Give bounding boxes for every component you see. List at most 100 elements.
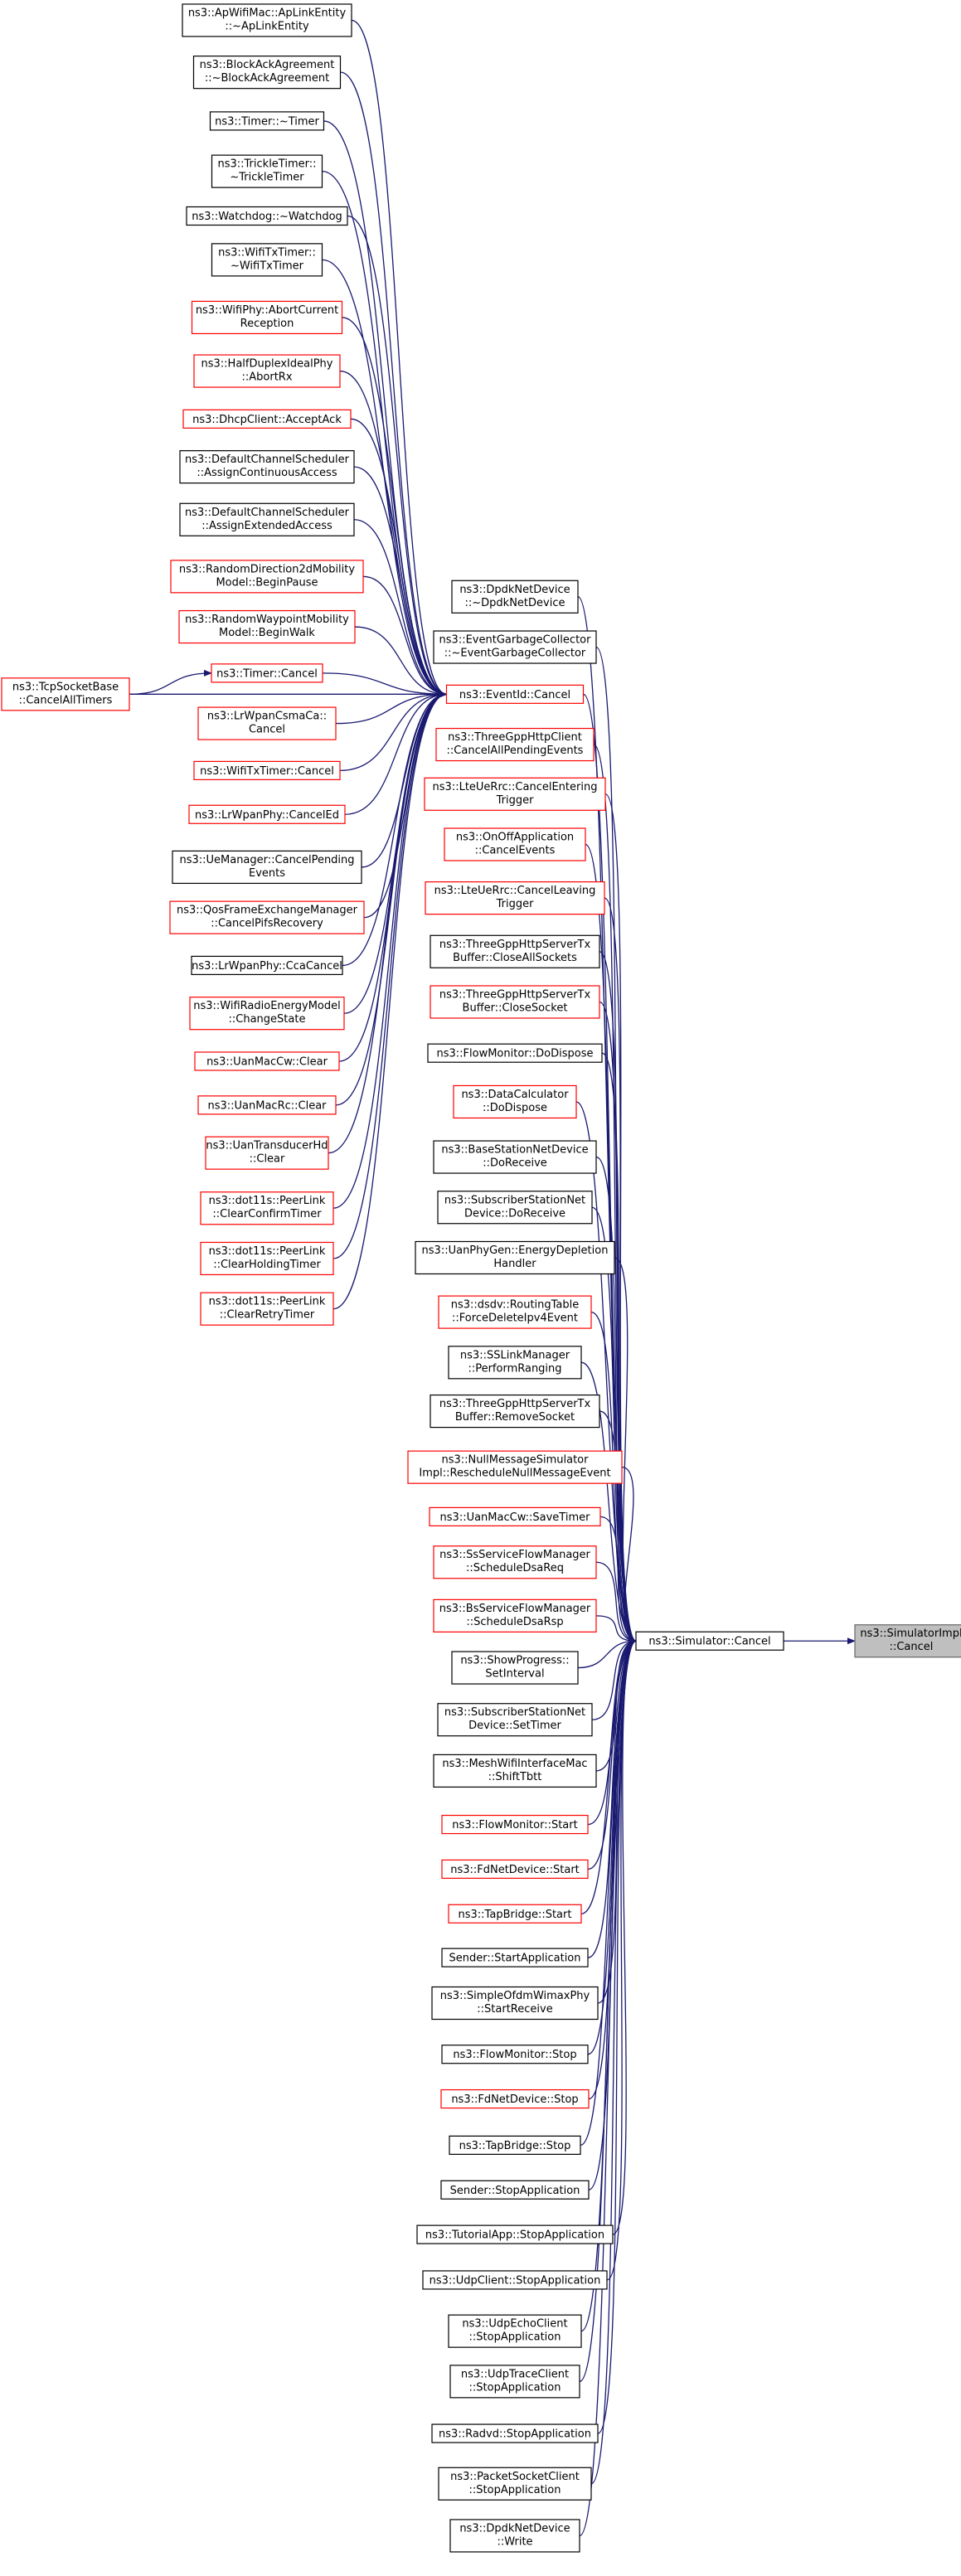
node-L26[interactable]: ns3::dot11s::PeerLink::ClearHoldingTimer: [200, 1241, 334, 1276]
node-box-M23: [433, 1754, 597, 1788]
node-L10[interactable]: ns3::DefaultChannelScheduler::AssignCont…: [179, 450, 355, 484]
node-box-L1: [182, 3, 352, 37]
node-L21[interactable]: ns3::WifiRadioEnergyModel::ChangeState: [189, 997, 345, 1031]
node-label-M20: ns3::BsServiceFlowManager: [439, 1603, 591, 1615]
node-M17[interactable]: ns3::NullMessageSimulatorImpl::Reschedul…: [407, 1450, 623, 1484]
node-box-M10: [453, 1084, 577, 1119]
node-M8[interactable]: ns3::ThreeGppHttpServerTxBuffer::CloseSo…: [430, 985, 600, 1019]
node-M1[interactable]: ns3::DpdkNetDevice::~DpdkNetDevice: [451, 580, 579, 614]
node-L13[interactable]: ns3::RandomWaypointMobilityModel::BeginW…: [178, 609, 356, 644]
node-M25[interactable]: ns3::FdNetDevice::Start: [441, 1859, 589, 1880]
node-L8[interactable]: ns3::HalfDuplexIdealPhy::AbortRx: [193, 354, 341, 388]
node-L12[interactable]: ns3::RandomDirection2dMobilityModel::Beg…: [170, 560, 364, 594]
node-box-L12: [170, 560, 364, 594]
node-M2[interactable]: ns3::EventGarbageCollector::~EventGarbag…: [433, 630, 597, 664]
node-M31[interactable]: ns3::TapBridge::Stop: [449, 2135, 581, 2155]
node-M16[interactable]: ns3::ThreeGppHttpServerTxBuffer::RemoveS…: [430, 1394, 600, 1429]
node-label-root: ::Cancel: [890, 1641, 934, 1653]
node-M22[interactable]: ns3::SubscriberStationNetDevice::SetTime…: [437, 1703, 593, 1737]
node-M33[interactable]: ns3::TutorialApp::StopApplication: [416, 2224, 614, 2244]
node-M20[interactable]: ns3::BsServiceFlowManager::ScheduleDsaRs…: [433, 1598, 597, 1632]
node-L3[interactable]: ns3::Timer::~Timer: [209, 111, 325, 131]
node-label-M27: Sender::StartApplication: [449, 1953, 580, 1965]
node-M29[interactable]: ns3::FlowMonitor::Stop: [441, 2045, 589, 2064]
node-M37[interactable]: ns3::Radvd::StopApplication: [431, 2423, 599, 2443]
node-M10[interactable]: ns3::DataCalculator::DoDispose: [453, 1084, 577, 1119]
node-M27[interactable]: Sender::StartApplication: [441, 1948, 589, 1967]
node-M7[interactable]: ns3::ThreeGppHttpServerTxBuffer::CloseAl…: [430, 934, 600, 968]
node-L1[interactable]: ns3::ApWifiMac::ApLinkEntity::~ApLinkEnt…: [182, 3, 352, 37]
node-M38[interactable]: ns3::PacketSocketClient::StopApplication: [438, 2467, 592, 2501]
node-label-L16: ns3::WifiTxTimer::Cancel: [200, 765, 334, 778]
node-L23[interactable]: ns3::UanMacRc::Clear: [197, 1095, 337, 1115]
node-box-L21: [189, 997, 345, 1031]
node-box-M20: [433, 1598, 597, 1632]
node-M15[interactable]: ns3::SSLinkManager::PerformRanging: [448, 1346, 582, 1380]
node-M28[interactable]: ns3::SimpleOfdmWimaxPhy::StartReceive: [431, 1986, 599, 2021]
node-ev[interactable]: ns3::EventId::Cancel: [445, 684, 585, 704]
graph-nodes: ns3::SimulatorImpl::Cancelns3::Simulator…: [1, 3, 961, 2553]
node-label-M15: ::PerformRanging: [468, 1362, 561, 1375]
edge-L2-to-ev: [340, 71, 448, 698]
node-L15[interactable]: ns3::LrWpanCsmaCa::Cancel: [197, 706, 337, 740]
node-L22[interactable]: ns3::UanMacCw::Clear: [194, 1051, 340, 1071]
node-M19[interactable]: ns3::SsServiceFlowManager::ScheduleDsaRe…: [433, 1545, 597, 1579]
node-label-M11: ns3::BaseStationNetDevice: [441, 1144, 588, 1157]
node-tcp[interactable]: ns3::TcpSocketBase::CancelAllTimers: [1, 677, 130, 711]
edge-M9-to-sim: [601, 1052, 637, 1645]
node-M9[interactable]: ns3::FlowMonitor::DoDispose: [427, 1043, 603, 1063]
node-box-L4: [211, 154, 323, 188]
node-box-L27: [200, 1292, 334, 1326]
node-M5[interactable]: ns3::OnOffApplication::CancelEvents: [444, 827, 586, 861]
node-M12[interactable]: ns3::SubscriberStationNetDevice::DoRecei…: [437, 1191, 593, 1225]
node-root[interactable]: ns3::SimulatorImpl::Cancel: [854, 1624, 961, 1658]
node-L6[interactable]: ns3::WifiTxTimer::~WifiTxTimer: [211, 243, 323, 277]
node-M21[interactable]: ns3::ShowProgress::SetInterval: [451, 1651, 579, 1685]
node-label-L13: ns3::RandomWaypointMobility: [185, 614, 349, 626]
node-label-M22: ns3::SubscriberStationNet: [444, 1706, 585, 1719]
node-L25[interactable]: ns3::dot11s::PeerLink::ClearConfirmTimer: [200, 1191, 334, 1225]
node-L24[interactable]: ns3::UanTransducerHd::Clear: [205, 1136, 329, 1170]
node-M30[interactable]: ns3::FdNetDevice::Stop: [440, 2088, 590, 2109]
node-label-L20: ns3::LrWpanPhy::CcaCancel: [192, 960, 342, 973]
node-M18[interactable]: ns3::UanMacCw::SaveTimer: [429, 1506, 601, 1526]
node-box-M11: [433, 1140, 597, 1174]
node-L19[interactable]: ns3::QosFrameExchangeManager::CancelPifs…: [169, 900, 365, 934]
node-M26[interactable]: ns3::TapBridge::Start: [448, 1904, 582, 1924]
node-box-M27: [441, 1948, 589, 1967]
node-L27[interactable]: ns3::dot11s::PeerLink::ClearRetryTimer: [200, 1292, 334, 1326]
node-label-root: ns3::SimulatorImpl: [860, 1628, 961, 1640]
node-M39[interactable]: ns3::DpdkNetDevice::Write: [449, 2519, 580, 2553]
node-L4[interactable]: ns3::TrickleTimer::~TrickleTimer: [211, 154, 323, 188]
node-M3[interactable]: ns3::ThreeGppHttpClient::CancelAllPendin…: [435, 727, 595, 762]
node-box-M1: [451, 580, 579, 614]
node-label-M36: ::StopApplication: [469, 2381, 561, 2394]
node-M23[interactable]: ns3::MeshWifiInterfaceMac::ShiftTbtt: [433, 1754, 597, 1788]
node-sim[interactable]: ns3::Simulator::Cancel: [635, 1631, 784, 1651]
node-L11[interactable]: ns3::DefaultChannelScheduler::AssignExte…: [179, 502, 355, 536]
node-L16[interactable]: ns3::WifiTxTimer::Cancel: [193, 760, 341, 780]
node-M11[interactable]: ns3::BaseStationNetDevice::DoReceive: [433, 1140, 597, 1174]
node-M35[interactable]: ns3::UdpEchoClient::StopApplication: [448, 2314, 582, 2348]
node-L17[interactable]: ns3::LrWpanPhy::CancelEd: [188, 804, 346, 824]
edge-M31-to-sim: [580, 1637, 637, 2147]
edge-M17-to-sim: [621, 1467, 637, 1645]
node-tmr[interactable]: ns3::Timer::Cancel: [211, 663, 323, 683]
node-M14[interactable]: ns3::dsdv::RoutingTable::ForceDeleteIpv4…: [438, 1295, 592, 1329]
node-L20[interactable]: ns3::LrWpanPhy::CcaCancel: [191, 955, 343, 976]
node-M36[interactable]: ns3::UdpTraceClient::StopApplication: [449, 2365, 580, 2399]
node-L5[interactable]: ns3::Watchdog::~Watchdog: [186, 206, 348, 226]
node-label-L15: Cancel: [249, 724, 285, 736]
node-M32[interactable]: Sender::StopApplication: [440, 2180, 590, 2200]
node-M34[interactable]: ns3::UdpClient::StopApplication: [422, 2270, 608, 2290]
node-label-M39: ::Write: [497, 2535, 532, 2548]
node-L2[interactable]: ns3::BlockAckAgreement::~BlockAckAgreeme…: [192, 56, 342, 90]
node-L9[interactable]: ns3::DhcpClient::AcceptAck: [182, 409, 352, 429]
node-box-sim: [635, 1631, 784, 1651]
node-M24[interactable]: ns3::FlowMonitor::Start: [441, 1814, 589, 1835]
